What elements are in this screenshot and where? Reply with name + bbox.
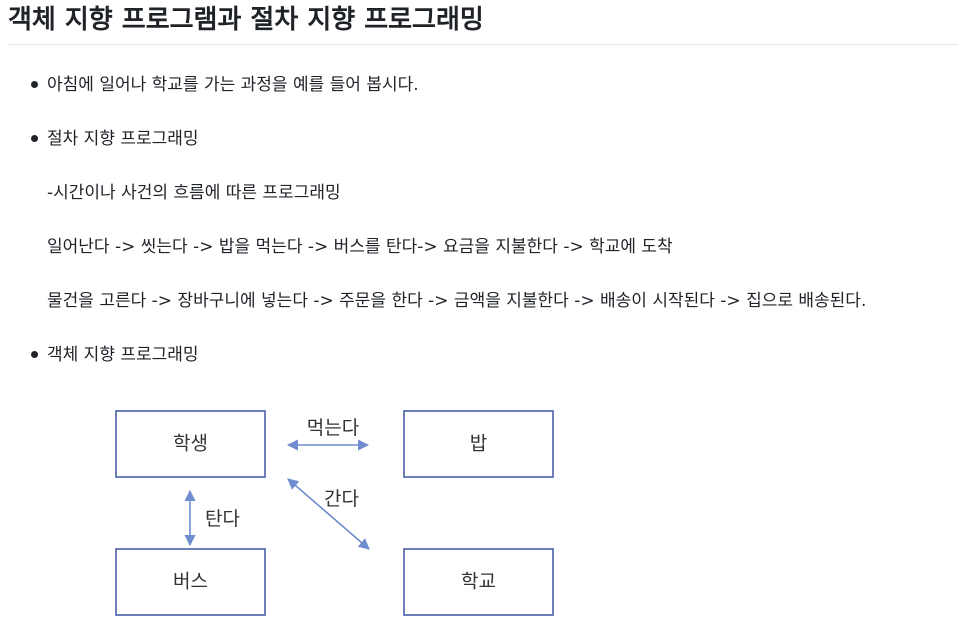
- procedural-example-shopping: 물건을 고른다 -> 장바구니에 넣는다 -> 주문을 한다 -> 금액을 지불…: [47, 291, 867, 311]
- procedural-description: -시간이나 사건의 흐름에 따른 프로그래밍: [47, 183, 341, 203]
- intro-text: 아침에 일어나 학교를 가는 과정을 예를 들어 봅시다.: [47, 75, 419, 95]
- procedural-heading: 절차 지향 프로그래밍: [47, 129, 199, 149]
- bullet-procedural: [31, 135, 38, 142]
- box-rice-label: 밥: [470, 433, 487, 455]
- bullet-intro: [31, 81, 38, 88]
- arrow-eats-label: 먹는다: [307, 417, 359, 439]
- page-title: 객체 지향 프로그램과 절차 지향 프로그래밍: [8, 5, 484, 35]
- title-divider: [8, 44, 958, 45]
- box-student-label: 학생: [173, 433, 208, 455]
- arrow-goes-label: 간다: [324, 488, 359, 510]
- bullet-oop: [31, 351, 38, 358]
- procedural-example-school: 일어난다 -> 씻는다 -> 밥을 먹는다 -> 버스를 탄다-> 요금을 지불…: [47, 237, 673, 257]
- oop-heading: 객체 지향 프로그래밍: [47, 345, 199, 365]
- arrow-goes: [287, 478, 370, 550]
- box-school-label: 학교: [461, 571, 496, 593]
- box-student: [115, 410, 266, 478]
- box-bus-label: 버스: [173, 571, 208, 593]
- box-bus: [115, 548, 266, 616]
- arrow-rides-label: 탄다: [205, 508, 240, 530]
- box-rice: [403, 410, 554, 478]
- box-school: [403, 548, 554, 616]
